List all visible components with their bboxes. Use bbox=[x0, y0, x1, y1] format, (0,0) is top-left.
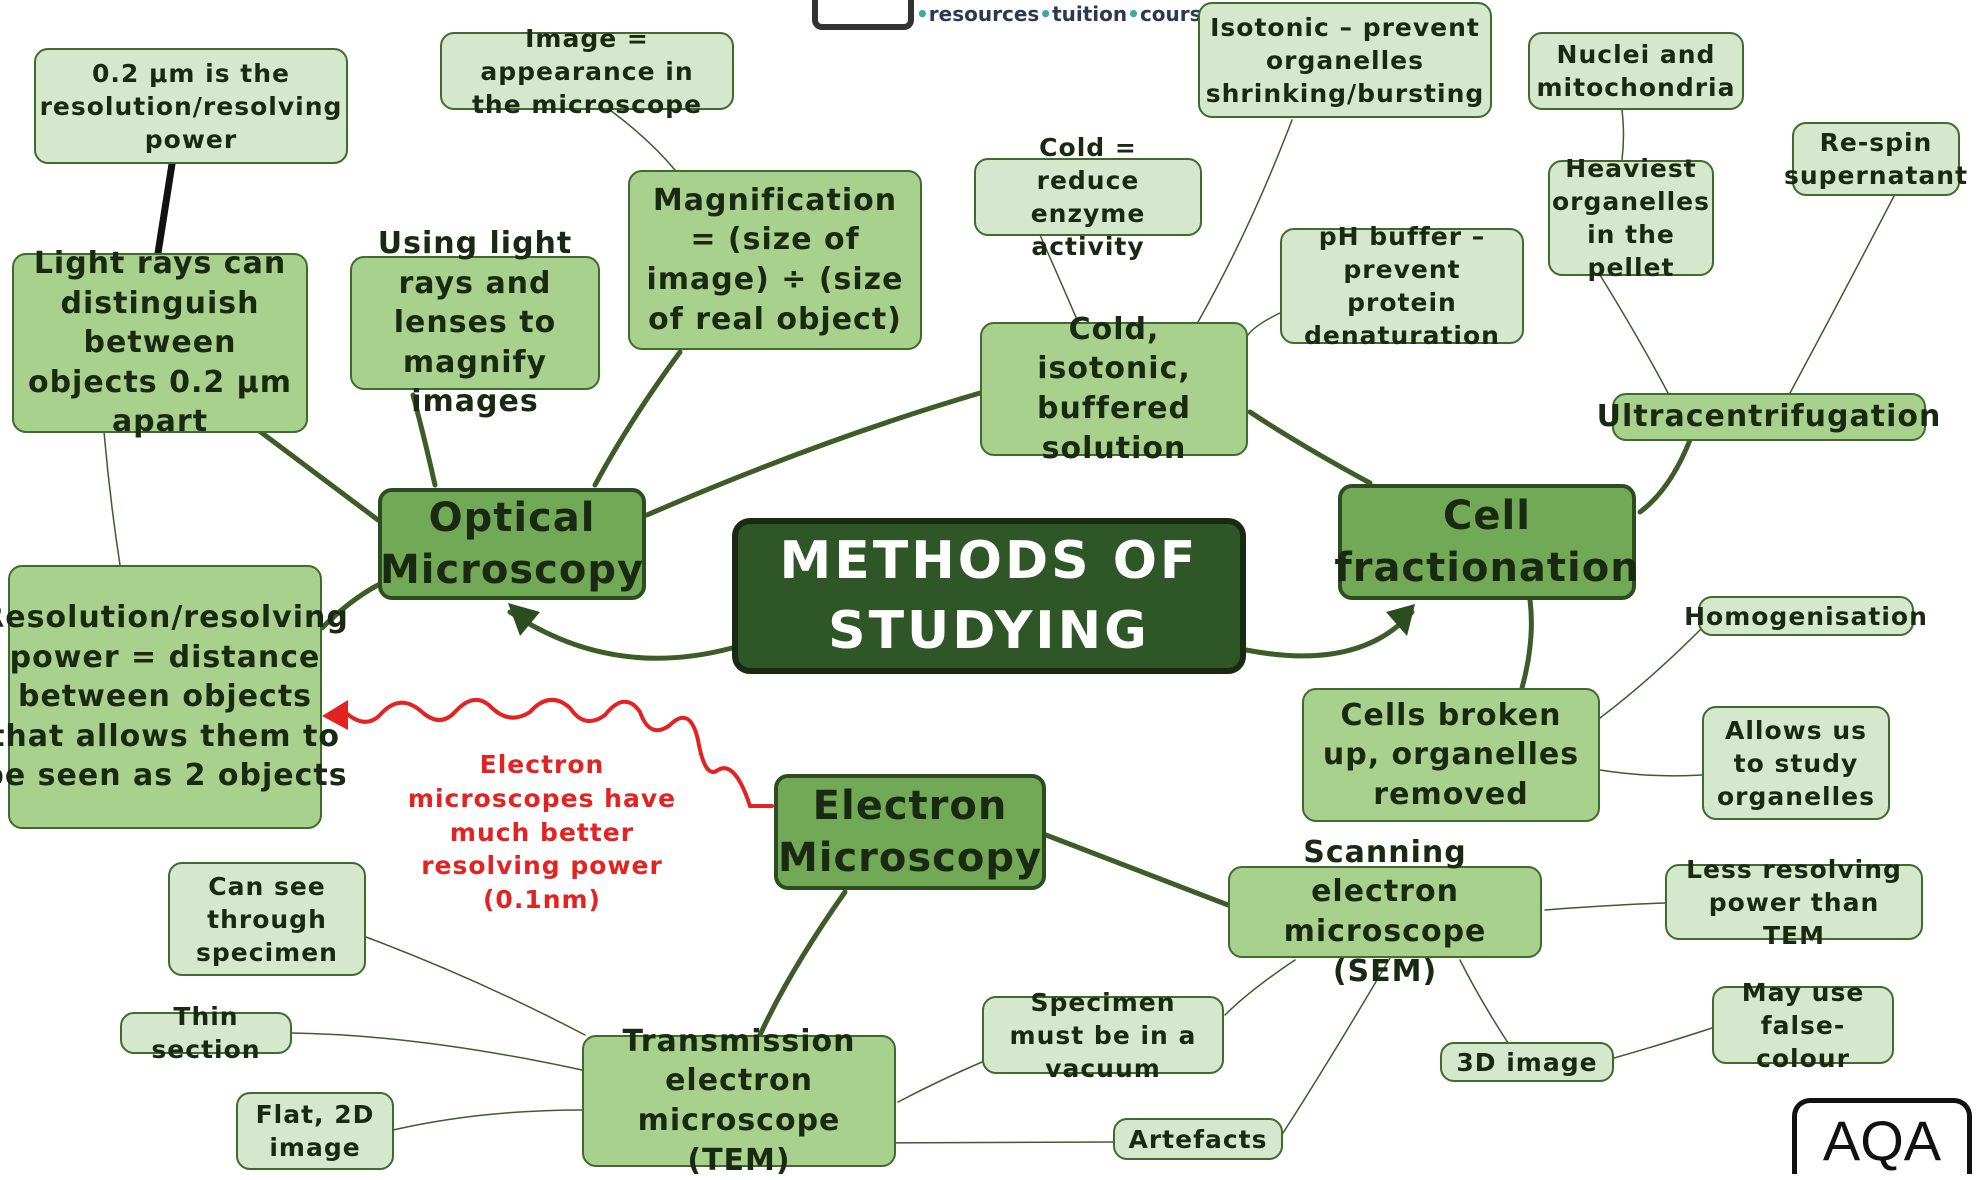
red-arrow bbox=[326, 698, 774, 808]
node-sem-less-resolving: Less resolving power than TEM bbox=[1665, 855, 1923, 950]
node-light-rays-distinguish: Light rays can distinguish between objec… bbox=[12, 246, 308, 439]
center-topic: 2.1.3 METHODS OF STUDYING CELLS bbox=[732, 461, 1246, 731]
node-solution: Cold, isotonic, buffered solution bbox=[980, 312, 1248, 466]
node-respin: Re-spin supernatant bbox=[1784, 122, 1967, 196]
node-artefacts: Artefacts bbox=[1113, 1118, 1283, 1160]
node-ultracentrifugation: Ultracentrifugation bbox=[1597, 393, 1940, 441]
node-resolution-value: 0.2 μm is the resolution/resolving power bbox=[34, 48, 348, 164]
node-tem: Transmission electron microscope (TEM) bbox=[582, 1024, 896, 1178]
node-image-definition: Image = appearance in the microscope bbox=[440, 24, 734, 119]
node-sem-false-colour: May use false-colour bbox=[1712, 978, 1894, 1073]
node-homogenisation: Homogenisation bbox=[1684, 596, 1927, 636]
node-isotonic: Isotonic – prevent organelles shrinking/… bbox=[1198, 2, 1492, 118]
node-nuclei-mitochondria: Nuclei and mitochondria bbox=[1528, 32, 1744, 110]
node-tem-flat-2d: Flat, 2D image bbox=[236, 1092, 394, 1170]
node-tem-thin-section: Thin section bbox=[120, 1002, 292, 1064]
node-using-light: Using light rays and lenses to magnify i… bbox=[350, 226, 600, 419]
node-cold: Cold = reduce enzyme activity bbox=[974, 133, 1202, 261]
node-ph-buffer: pH buffer – prevent protein denaturation bbox=[1280, 222, 1524, 350]
exam-board-badge: AQA bbox=[1792, 1098, 1972, 1174]
node-tem-see-through: Can see through specimen bbox=[168, 862, 366, 976]
node-vacuum: Specimen must be in a vacuum bbox=[982, 988, 1224, 1083]
node-resolution-definition: Resolution/resolving power = distance be… bbox=[0, 565, 348, 829]
node-sem-3d-image: 3D image bbox=[1440, 1042, 1614, 1082]
node-magnification: Magnification = (size of image) ÷ (size … bbox=[628, 170, 922, 350]
branch-cell-fractionation: Cell fractionation bbox=[1334, 484, 1639, 600]
logo-word-resources: resources bbox=[928, 2, 1040, 26]
branch-electron-microscopy: Electron Microscopy bbox=[774, 774, 1046, 890]
logo-tagline: •resources•tuition•courses bbox=[916, 2, 1228, 26]
branch-optical-microscopy: Optical Microscopy bbox=[378, 488, 646, 600]
electron-resolving-note: Electron microscopes have much better re… bbox=[407, 750, 677, 914]
brand-logo: •resources•tuition•courses bbox=[806, 0, 1227, 30]
node-heaviest: Heaviest organelles in the pellet bbox=[1548, 154, 1714, 282]
node-sem: Scanning electron microscope (SEM) bbox=[1228, 835, 1542, 989]
node-cells-broken-up: Cells broken up, organelles removed bbox=[1302, 688, 1600, 822]
logo-mark-icon bbox=[812, 0, 914, 30]
node-allows-study: Allows us to study organelles bbox=[1702, 706, 1890, 820]
logo-word-tuition: tuition bbox=[1052, 2, 1128, 26]
